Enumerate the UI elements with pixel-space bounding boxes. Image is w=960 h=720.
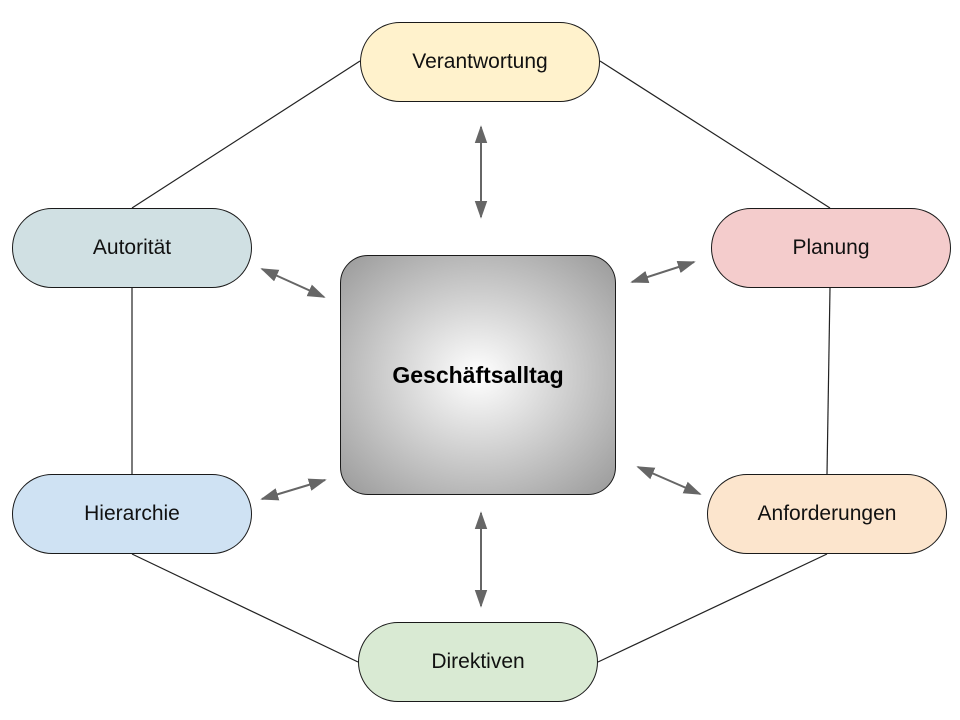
node-autoritaet: Autorität [12, 208, 252, 288]
center-node-label: Geschäftsalltag [392, 361, 564, 388]
node-direktiven-label: Direktiven [431, 650, 525, 673]
connector-verantwortung-autoritaet [131, 60, 361, 209]
node-planung: Planung [711, 208, 951, 288]
node-anforderungen: Anforderungen [707, 474, 947, 554]
node-anforderungen-label: Anforderungen [757, 502, 897, 525]
arrow-center-planung [630, 260, 696, 284]
center-node-geschaeftsalltag: Geschäftsalltag [340, 255, 616, 495]
connector-anforderungen-direktiven [597, 553, 828, 663]
connector-verantwortung-planung [599, 60, 831, 209]
node-verantwortung-label: Verantwortung [412, 50, 548, 73]
node-hierarchie: Hierarchie [12, 474, 252, 554]
connector-planung-anforderungen [826, 287, 831, 475]
arrow-center-hierarchie [260, 478, 327, 501]
node-hierarchie-label: Hierarchie [84, 502, 180, 525]
arrow-center-anforderungen [636, 466, 702, 495]
node-direktiven: Direktiven [358, 622, 598, 702]
node-verantwortung: Verantwortung [360, 22, 600, 102]
arrow-center-autoritaet [260, 268, 326, 298]
connector-hierarchie-direktiven [131, 553, 359, 663]
node-autoritaet-label: Autorität [92, 236, 172, 259]
node-planung-label: Planung [792, 236, 870, 259]
